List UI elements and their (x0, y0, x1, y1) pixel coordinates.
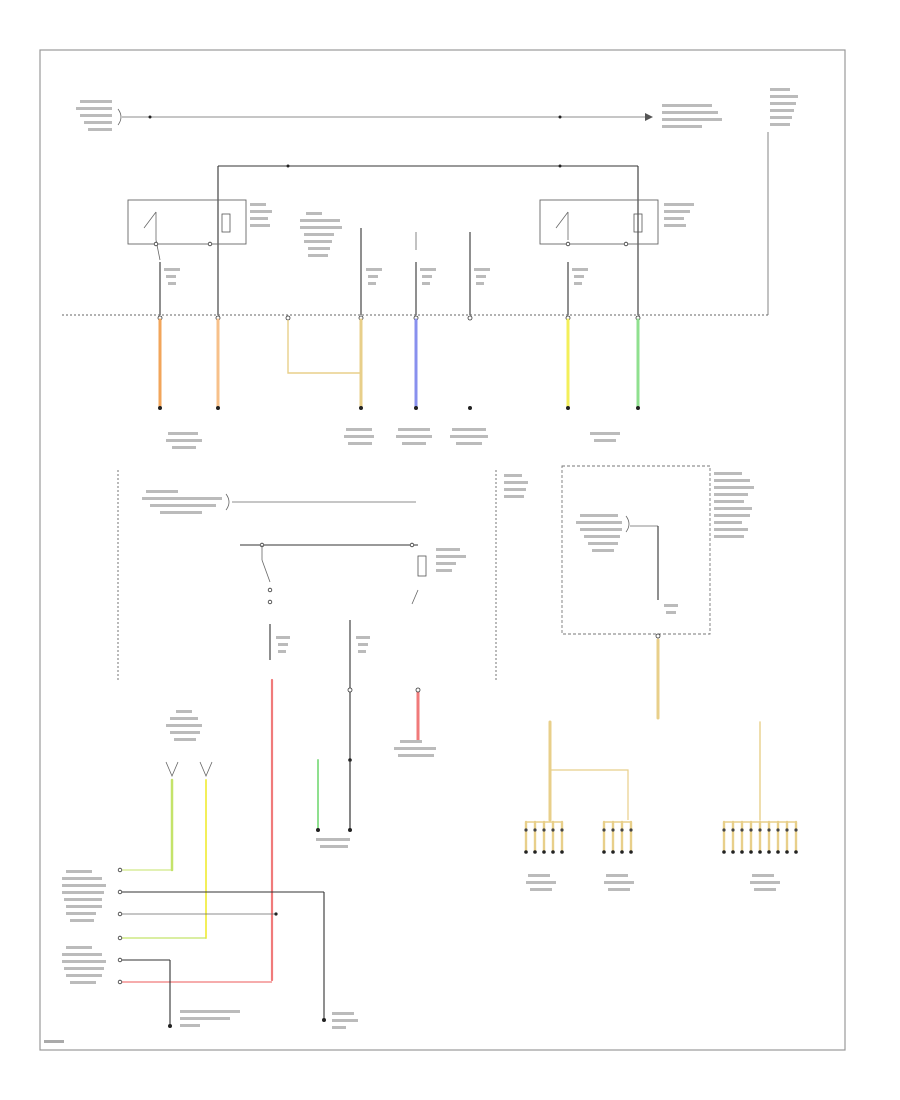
injector-pin (758, 828, 762, 832)
top-feed-line (117, 108, 653, 126)
colored-wires-lower (120, 638, 761, 983)
injector-ground-dot (722, 850, 726, 854)
middle-relay (240, 542, 466, 605)
injector-pin (776, 828, 780, 832)
injector-pin (749, 828, 753, 832)
right-relay-label (664, 203, 694, 227)
injector-ground-dot (542, 850, 546, 854)
injector-pin (533, 828, 537, 832)
injector-pin (602, 828, 606, 832)
far-right-label-block (770, 88, 798, 126)
fuse-group-top (159, 228, 569, 315)
injector-ground-dot (620, 850, 624, 854)
top-right-label-block (662, 104, 722, 128)
footer-code-mark (44, 1040, 64, 1043)
injector-ground-dot (776, 850, 780, 854)
center-fuse-label (300, 212, 342, 257)
injector-pin (611, 828, 615, 832)
injector-pin (560, 828, 564, 832)
injector-pin (740, 828, 744, 832)
top-left-label-block (76, 100, 112, 131)
control-module-box (561, 465, 754, 639)
diagram-border (39, 49, 846, 1051)
middle-fuses (269, 620, 370, 690)
lower-left-labels (62, 870, 106, 984)
injector-pin (722, 828, 726, 832)
injector-pin (542, 828, 546, 832)
injector-ground-dot (758, 850, 762, 854)
left-relay-label (250, 203, 272, 227)
injector-ground-dot (767, 850, 771, 854)
injector-pin (620, 828, 624, 832)
injector-pin (731, 828, 735, 832)
injector-bank-labels (526, 874, 780, 891)
lower-black-wires (117, 867, 358, 1029)
middle-right-label (504, 474, 528, 498)
right-relay (539, 199, 659, 247)
fuse-labels-top (164, 268, 588, 285)
middle-feed-line (142, 490, 416, 514)
injector-ground-dot (740, 850, 744, 854)
injector-bank-2 (602, 820, 633, 854)
injector-pin (794, 828, 798, 832)
injector-ground-dot (560, 850, 564, 854)
wire-tan-bank2 (550, 769, 629, 820)
injector-ground-dot (785, 850, 789, 854)
injector-ground-dot (611, 850, 615, 854)
colored-wires-top (158, 318, 640, 408)
injector-ground-dot (524, 850, 528, 854)
injector-bank-1 (524, 820, 564, 854)
injector-ground-dot (533, 850, 537, 854)
injector-ground-dot (629, 850, 633, 854)
top-bus (217, 164, 639, 315)
injector-pin (767, 828, 771, 832)
left-relay (127, 199, 247, 261)
injector-pin (551, 828, 555, 832)
component-labels-top (166, 428, 620, 449)
injector-bank-3 (722, 820, 798, 854)
injector-pin (629, 828, 633, 832)
injector-ground-dot (602, 850, 606, 854)
injector-ground-dot (794, 850, 798, 854)
top-section-ground-dots (158, 406, 640, 410)
center-lower-component (316, 687, 436, 848)
injector-ground-dot (749, 850, 753, 854)
injector-pin (524, 828, 528, 832)
injector-ground-dot (731, 850, 735, 854)
sensor-connectors (165, 710, 213, 778)
injector-pin (785, 828, 789, 832)
injector-ground-dot (551, 850, 555, 854)
wire-tan-branch (287, 320, 361, 374)
